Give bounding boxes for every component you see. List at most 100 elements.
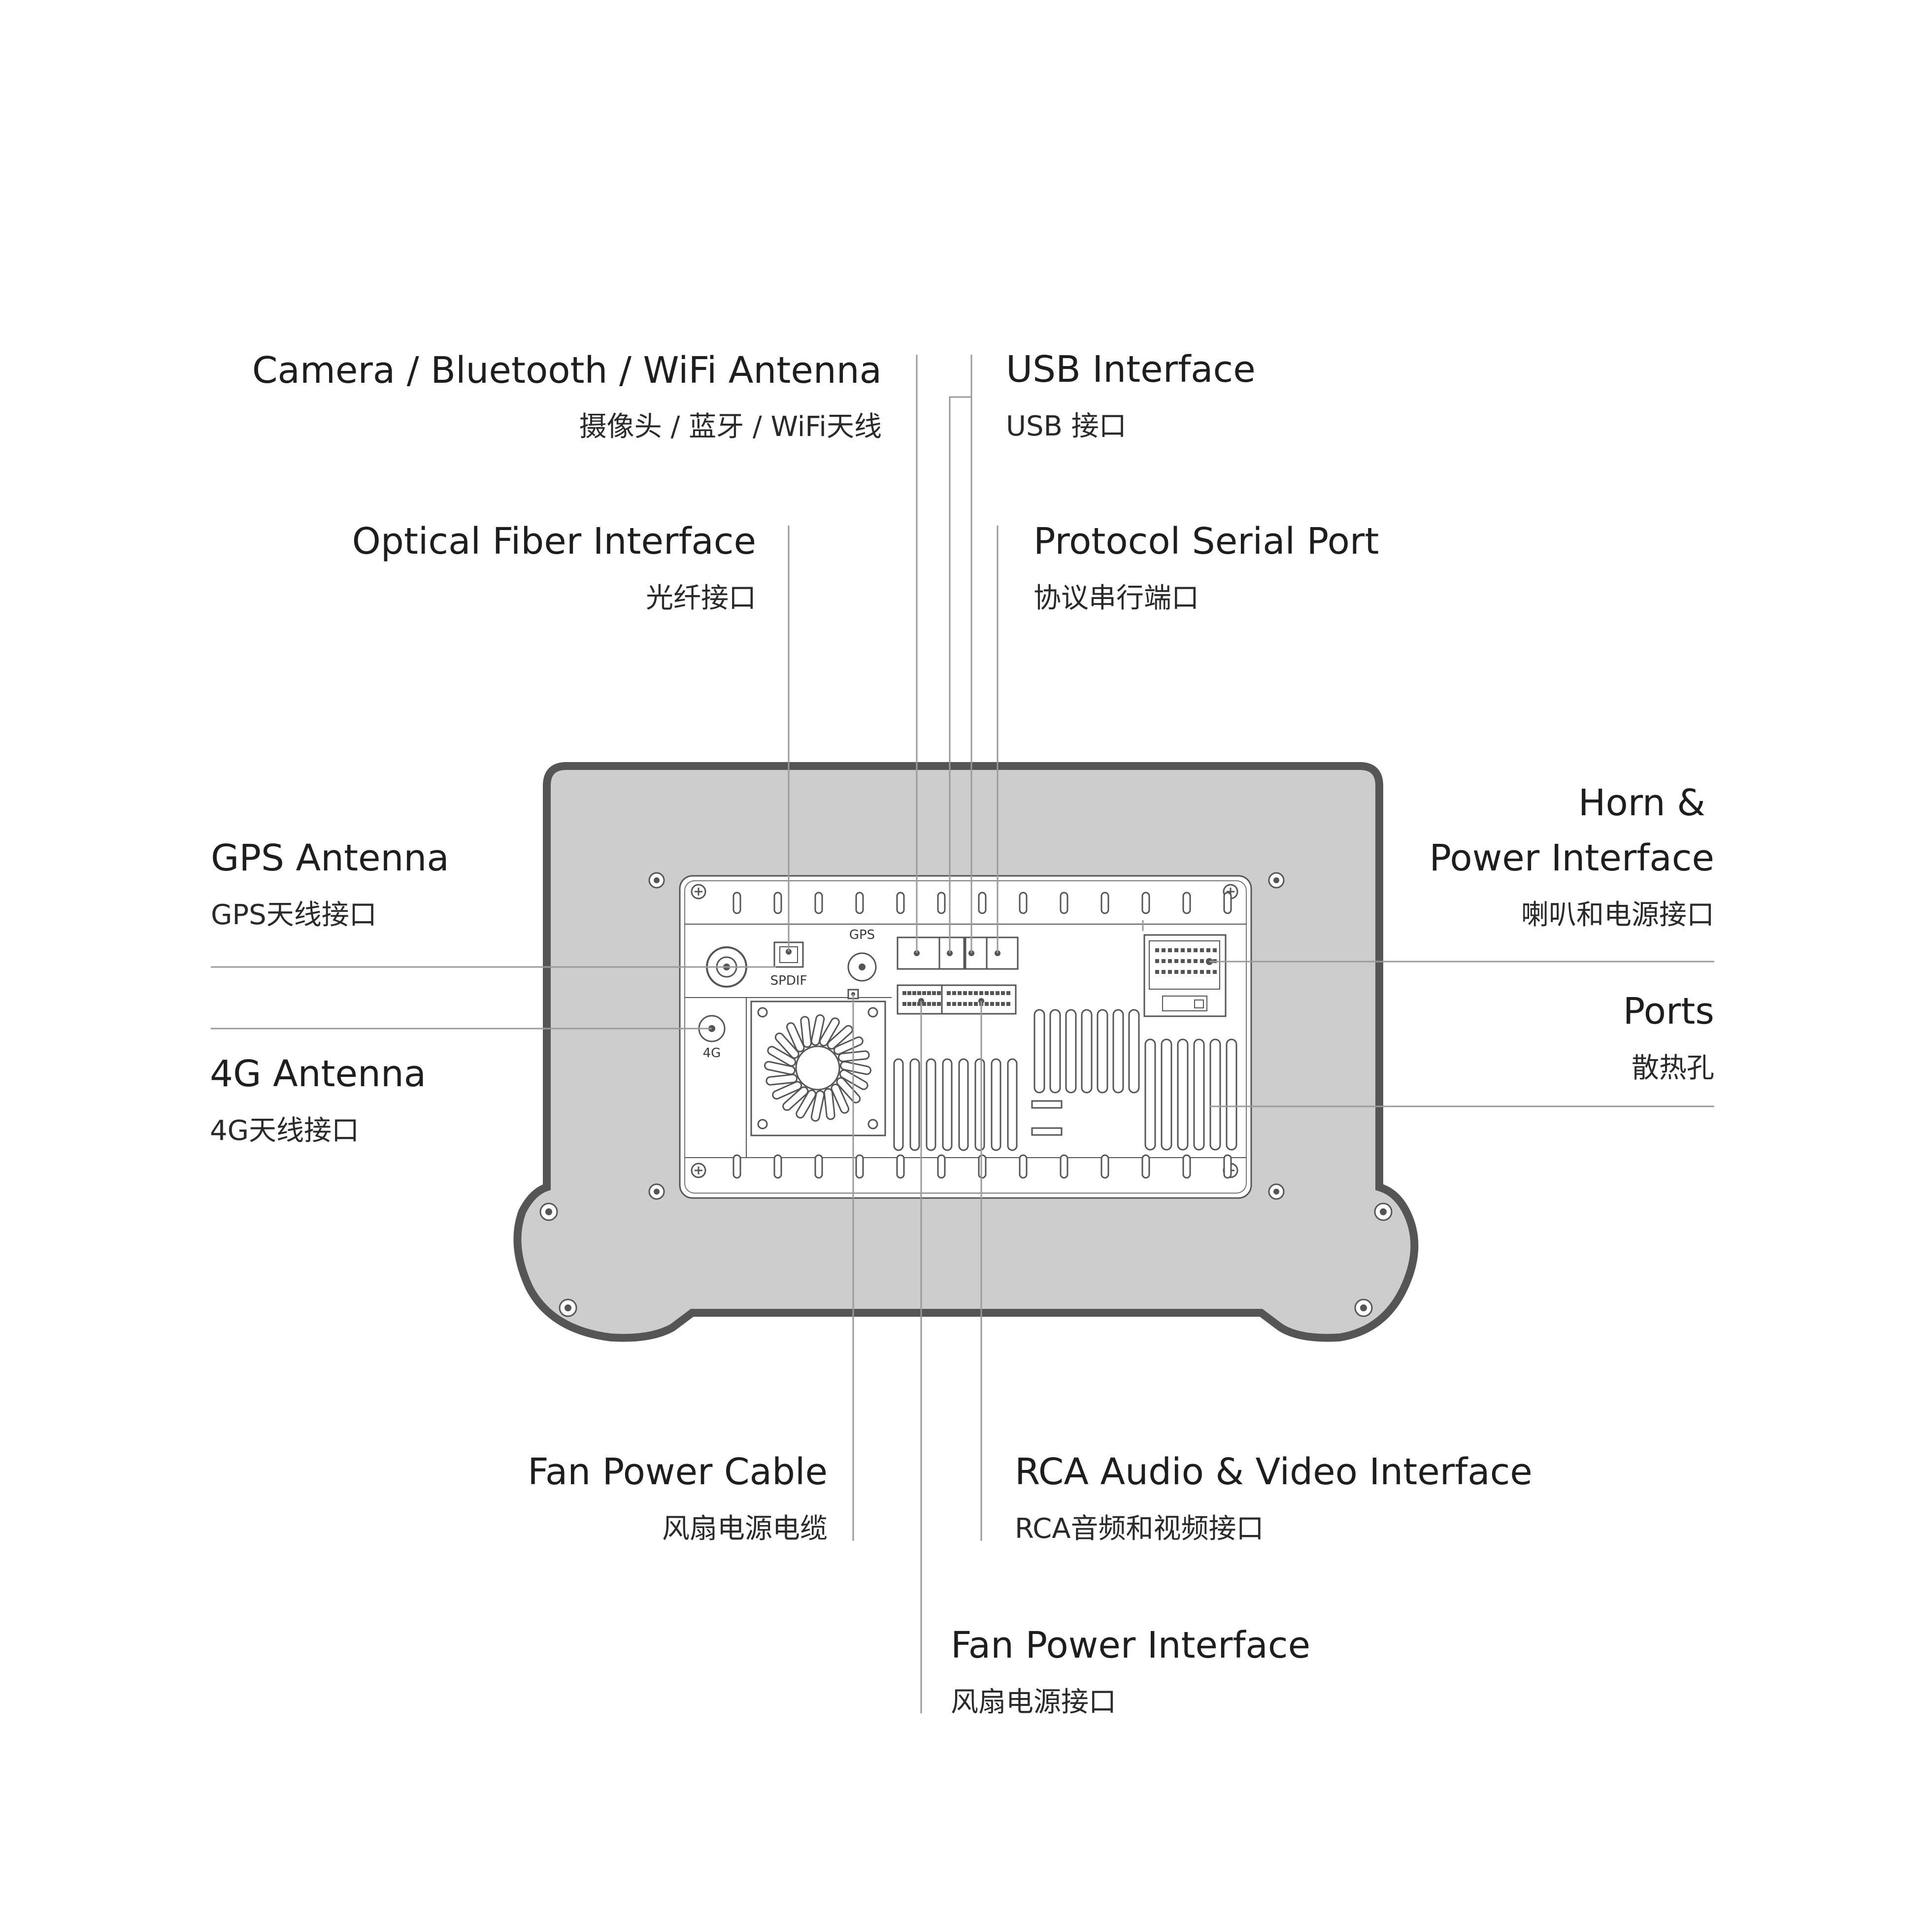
pin	[937, 1002, 941, 1006]
vent	[942, 1058, 953, 1151]
vent	[1209, 1038, 1221, 1151]
fan-blade	[800, 1016, 812, 1048]
pin	[985, 991, 989, 995]
fan-blade	[823, 1088, 835, 1120]
callout-gps-cn: GPS天线接口	[211, 899, 377, 931]
vent-slot	[773, 1154, 782, 1179]
vent	[1065, 1009, 1077, 1094]
vent	[1007, 1058, 1018, 1151]
callout-ports: Ports 散热孔	[1623, 990, 1714, 1084]
vent	[1081, 1009, 1093, 1094]
gps-small-connector: GPS	[847, 928, 877, 982]
pin	[927, 991, 931, 995]
callout-4g: 4G Antenna 4G天线接口	[210, 1053, 426, 1147]
pin	[947, 1002, 951, 1006]
vent-slot	[733, 1154, 741, 1179]
pin	[952, 991, 956, 995]
pin	[968, 1002, 972, 1006]
vent	[1097, 1009, 1108, 1094]
callout-gps-en: GPS Antenna	[211, 837, 449, 879]
pin	[1200, 959, 1204, 963]
pin	[1001, 991, 1005, 995]
pin	[1155, 959, 1159, 963]
fan-mount-dots	[757, 1007, 878, 1130]
pin	[1162, 970, 1166, 974]
pin	[1155, 970, 1159, 974]
pin	[922, 991, 926, 995]
callout-fan-cable: Fan Power Cable 风扇电源电缆	[528, 1451, 828, 1545]
vent-slot	[978, 1154, 987, 1179]
callout-rca-cn: RCA音频和视频接口	[1015, 1513, 1264, 1545]
fan-screw	[757, 1119, 768, 1130]
vent	[974, 1058, 985, 1151]
vent	[1144, 1038, 1156, 1151]
callout-usb-cn: USB 接口	[1006, 410, 1127, 442]
pin	[1174, 970, 1178, 974]
pin	[902, 1002, 906, 1006]
fan-screw	[867, 1119, 878, 1130]
callout-horn-power-en2: Power Interface	[1429, 837, 1714, 879]
callout-gps: GPS Antenna GPS天线接口	[211, 837, 449, 931]
vent-slot	[1019, 1154, 1028, 1179]
fan-blade	[774, 1033, 799, 1059]
pin	[1006, 991, 1010, 995]
pin	[1006, 1002, 1010, 1006]
vent	[1161, 1038, 1172, 1151]
fan-blade	[831, 1083, 850, 1114]
vent	[958, 1058, 969, 1151]
pin	[1174, 948, 1178, 952]
connector-panel: SPDIF GPS 4G	[679, 875, 1252, 1199]
vent	[1033, 1009, 1045, 1094]
pin	[947, 991, 951, 995]
pin	[963, 1002, 967, 1006]
pin	[937, 991, 941, 995]
vent-slot	[937, 1154, 946, 1179]
vent	[991, 1058, 1001, 1151]
pin	[958, 991, 962, 995]
pin	[996, 991, 999, 995]
callout-fan-interface: Fan Power Interface 风扇电源接口	[951, 1624, 1310, 1718]
vent-bar	[1031, 1127, 1063, 1136]
fan-blade	[840, 1061, 871, 1075]
pin	[1168, 970, 1172, 974]
vent-bar	[1031, 1100, 1063, 1109]
pin	[963, 991, 967, 995]
pin	[974, 1002, 978, 1006]
fan-blade	[766, 1073, 798, 1086]
fan-blade	[764, 1061, 796, 1075]
fan-blade	[767, 1046, 797, 1067]
pin	[1194, 970, 1198, 974]
4g-antenna-connector: 4G	[698, 1015, 726, 1061]
callout-fan-interface-en: Fan Power Interface	[951, 1624, 1310, 1666]
horn-power-connector	[1143, 934, 1227, 1017]
pin	[990, 991, 994, 995]
callout-4g-en: 4G Antenna	[210, 1053, 426, 1095]
callout-4g-cn: 4G天线接口	[210, 1115, 359, 1147]
callout-usb: USB Interface USB 接口	[1006, 348, 1256, 442]
pin	[1200, 948, 1204, 952]
pin	[1162, 948, 1166, 952]
vent-slot	[1141, 892, 1150, 914]
housing-screws	[539, 872, 1393, 1317]
fan-connector-pins	[902, 991, 941, 1006]
pin	[1187, 959, 1191, 963]
vent	[1193, 1038, 1205, 1151]
vent-slot	[1060, 1154, 1068, 1179]
pin	[968, 991, 972, 995]
fan-screw	[867, 1007, 878, 1018]
callout-rca-en: RCA Audio & Video Interface	[1015, 1451, 1532, 1493]
vent-slot	[937, 892, 946, 914]
callout-usb-en: USB Interface	[1006, 348, 1256, 391]
callout-optical-en: Optical Fiber Interface	[352, 520, 756, 563]
pin	[974, 991, 978, 995]
vent-slot	[1223, 1154, 1232, 1179]
pin	[1213, 948, 1217, 952]
pin	[1206, 970, 1210, 974]
pin	[907, 991, 911, 995]
pin	[1174, 959, 1178, 963]
vent-slots-bottom	[733, 1154, 1232, 1179]
callout-camera-bt-wifi-cn: 摄像头 / 蓝牙 / WiFi天线	[579, 411, 882, 443]
callout-fan-cable-cn: 风扇电源电缆	[662, 1513, 828, 1545]
rca-connector-pins	[947, 991, 1010, 1006]
pin	[1168, 959, 1172, 963]
